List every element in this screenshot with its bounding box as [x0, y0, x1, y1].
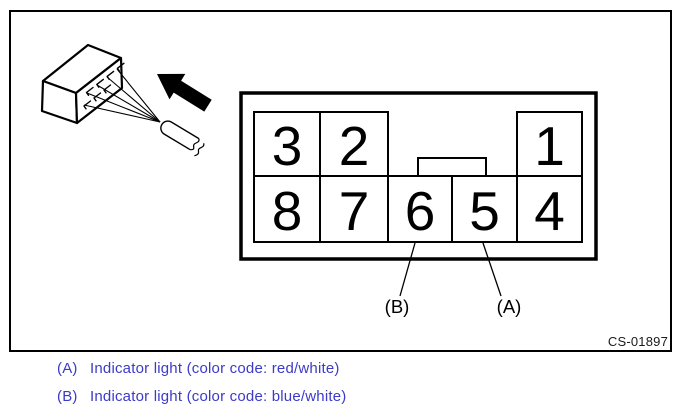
- test-probe: [160, 120, 205, 157]
- pin-hooks: [83, 62, 125, 110]
- insertion-arrow-icon: [157, 73, 212, 112]
- callout-label-a: (A): [497, 296, 522, 317]
- pin-cell-6: [387, 175, 453, 243]
- legend-ref-a: (A): [57, 360, 78, 377]
- pin-number-6: 6: [405, 180, 436, 242]
- pin-cell-4: [516, 175, 583, 243]
- pin-cell-1: [516, 111, 583, 177]
- pin-number-3: 3: [272, 115, 303, 177]
- legend-text-b: Indicator light (color code: blue/white): [90, 388, 347, 405]
- pin-number-5: 5: [469, 180, 500, 242]
- pin-number-8: 8: [272, 180, 303, 242]
- pin-cell-8: [253, 175, 321, 243]
- legend-text-a: Indicator light (color code: red/white): [90, 360, 340, 377]
- legend-ref-b: (B): [57, 388, 78, 405]
- pinout-diagram: 3 2 1 8 7 6 5 4 (B) (A): [239, 91, 598, 317]
- pin-cell-5: [451, 175, 518, 243]
- pin-number-1: 1: [534, 115, 565, 177]
- pin-number-4: 4: [534, 180, 565, 242]
- legend-item-a: (A) Indicator light (color code: red/whi…: [57, 360, 346, 377]
- pin-number-2: 2: [339, 115, 370, 177]
- callout-leader-b: [399, 242, 416, 297]
- callout-label-b: (B): [385, 296, 410, 317]
- connector-insertion-illustration: [40, 43, 212, 157]
- figure-code: CS-01897: [607, 334, 668, 349]
- probe-leader-lines: [83, 68, 161, 123]
- legend-item-b: (B) Indicator light (color code: blue/wh…: [57, 388, 346, 405]
- legend: (A) Indicator light (color code: red/whi…: [57, 360, 346, 405]
- callout-leader-a: [482, 242, 502, 297]
- pin-number-7: 7: [339, 180, 370, 242]
